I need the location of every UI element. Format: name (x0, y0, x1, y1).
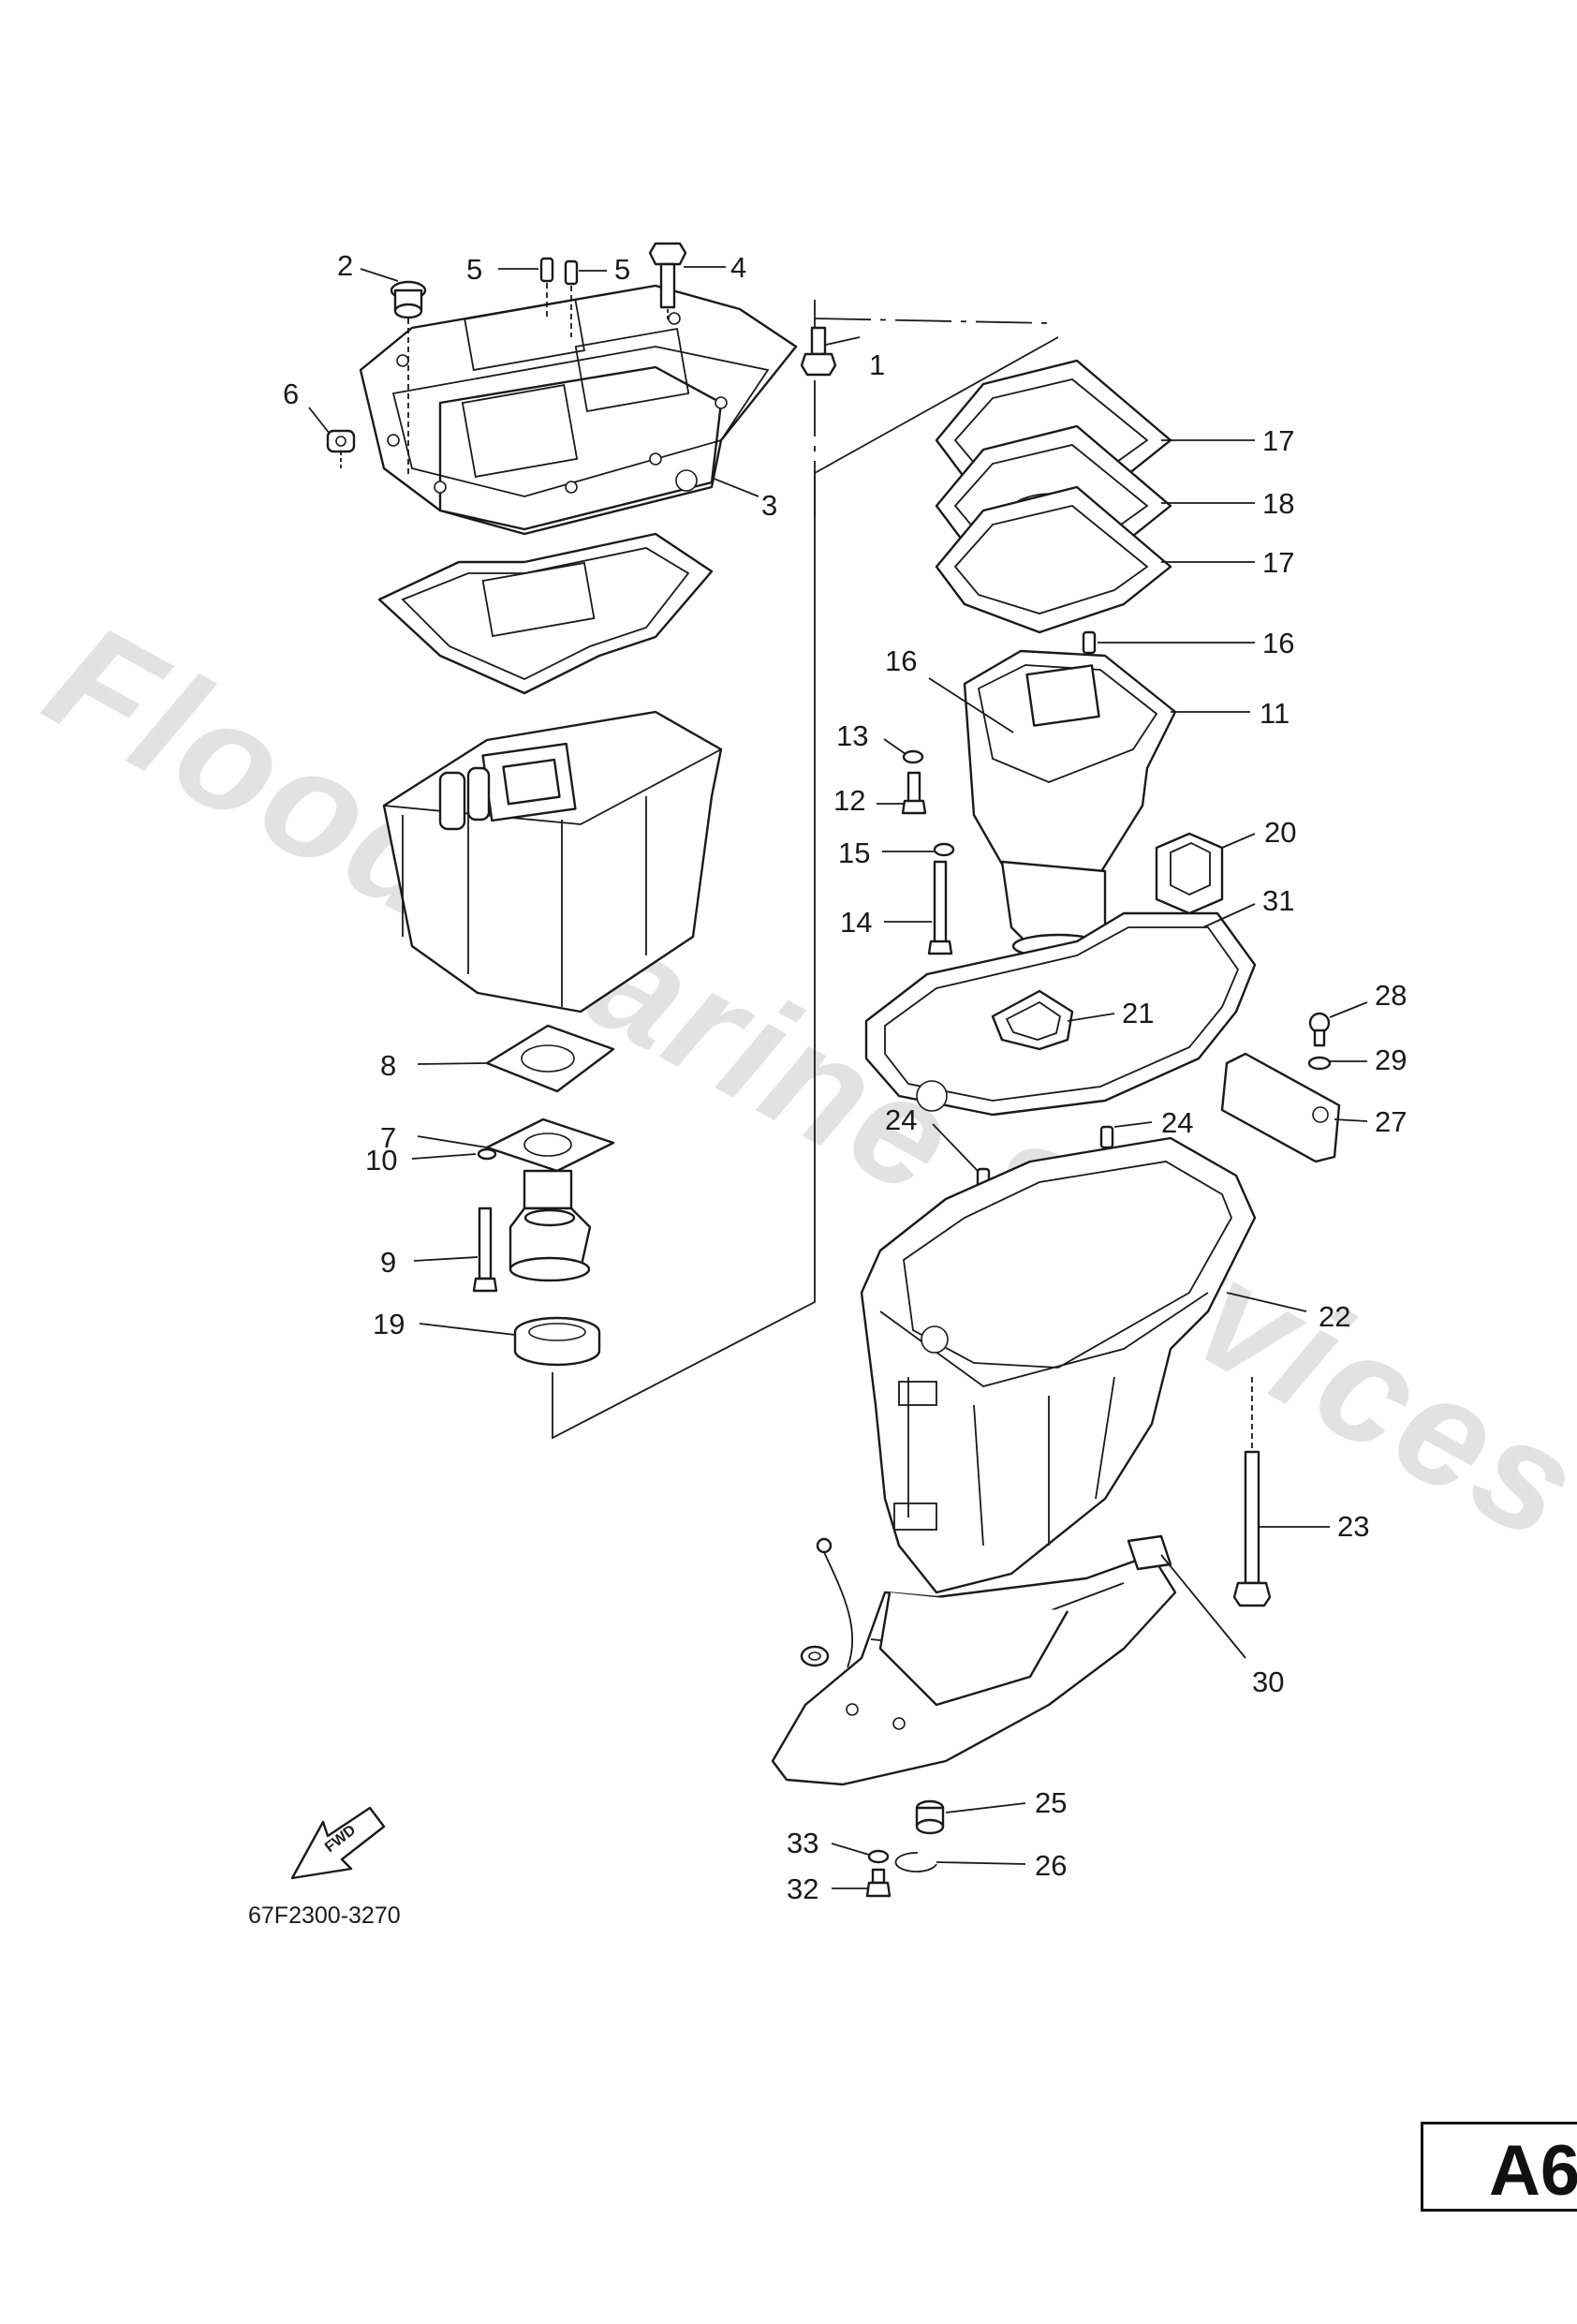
callout-23: 23 (1337, 1510, 1369, 1543)
callout-5b: 5 (614, 253, 630, 286)
callout-8: 8 (380, 1049, 396, 1082)
top-cover-assembly (359, 284, 798, 536)
plate-27 (1220, 1052, 1341, 1163)
washer-29 (1307, 1056, 1332, 1071)
anode-30 (1127, 1534, 1172, 1571)
ground-wire (800, 1537, 854, 1668)
page-reference-badge: A6 (1421, 2122, 1577, 2212)
callout-1: 1 (869, 348, 885, 381)
callout-33: 33 (787, 1827, 818, 1859)
callout-24a: 24 (1161, 1106, 1193, 1139)
callouts: 1 2 3 4 5 5 6 7 8 9 10 11 12 (283, 249, 1407, 1905)
callout-3: 3 (761, 489, 777, 522)
bolt-9 (472, 1206, 498, 1293)
callout-27: 27 (1375, 1105, 1407, 1138)
callout-4: 4 (730, 251, 746, 284)
dowel-pin-24a (1099, 1125, 1114, 1149)
callout-18: 18 (1262, 487, 1294, 520)
watermark-text: Flood Marine Services (22, 590, 1577, 1575)
callout-12: 12 (833, 784, 865, 817)
callout-17a: 17 (1262, 424, 1294, 457)
callout-11: 11 (1260, 697, 1290, 730)
callout-32: 32 (787, 1873, 818, 1905)
circlip-26 (894, 1852, 937, 1873)
callout-15: 15 (838, 836, 870, 869)
callout-28: 28 (1375, 979, 1407, 1012)
callout-19: 19 (373, 1308, 405, 1340)
callout-9: 9 (380, 1246, 396, 1279)
callout-5a: 5 (466, 253, 482, 286)
flange-bolt-4 (648, 242, 687, 320)
callout-30: 30 (1252, 1665, 1284, 1698)
washer-15 (933, 842, 955, 857)
bolt-23 (1232, 1377, 1272, 1607)
callout-24b: 24 (885, 1103, 917, 1136)
bolt-28 (1308, 1012, 1331, 1047)
callout-10: 10 (365, 1144, 397, 1177)
callout-6: 6 (283, 377, 299, 410)
seal-20 (1155, 832, 1224, 915)
callout-25: 25 (1035, 1786, 1067, 1819)
callout-14: 14 (840, 906, 872, 939)
gasket-upper (377, 532, 714, 695)
callout-17b: 17 (1262, 546, 1294, 579)
gasket-8 (485, 1024, 615, 1093)
part-code: 67F2300-3270 (248, 1902, 401, 1929)
plug-part (390, 280, 427, 478)
callout-16b: 16 (1262, 627, 1294, 659)
seal-21 (991, 989, 1074, 1051)
callout-13: 13 (836, 719, 868, 752)
upper-casing-22 (860, 1136, 1257, 1594)
bolt-12 (901, 771, 927, 815)
oil-seal-19 (513, 1316, 601, 1367)
grommet-6 (326, 429, 356, 468)
washer-13 (902, 749, 924, 764)
plug-25 (915, 1799, 945, 1835)
callout-7: 7 (380, 1121, 396, 1154)
page-reference-label: A6 (1489, 2131, 1577, 2211)
gasket-stack (935, 359, 1172, 634)
callout-16a: 16 (885, 644, 917, 677)
callout-21: 21 (1122, 997, 1154, 1029)
oil-pan-11 (963, 649, 1177, 959)
oil-pan-housing (382, 710, 723, 1014)
callout-29: 29 (1375, 1044, 1407, 1076)
fwd-arrow-icon: FWD (290, 1806, 386, 1880)
washer-10 (477, 1147, 497, 1161)
bolt-14 (927, 860, 953, 955)
flange-bolt-1 (800, 326, 837, 377)
callout-22: 22 (1319, 1300, 1350, 1333)
cavitation-plate (771, 1553, 1177, 1786)
dowel-pins (539, 257, 579, 337)
screw-32 (865, 1868, 892, 1898)
washer-33 (867, 1849, 890, 1864)
callout-20: 20 (1264, 816, 1296, 849)
callout-31: 31 (1262, 884, 1294, 917)
exhaust-manifold-7 (485, 1118, 615, 1282)
callout-26: 26 (1035, 1849, 1067, 1882)
callout-2: 2 (337, 249, 353, 282)
